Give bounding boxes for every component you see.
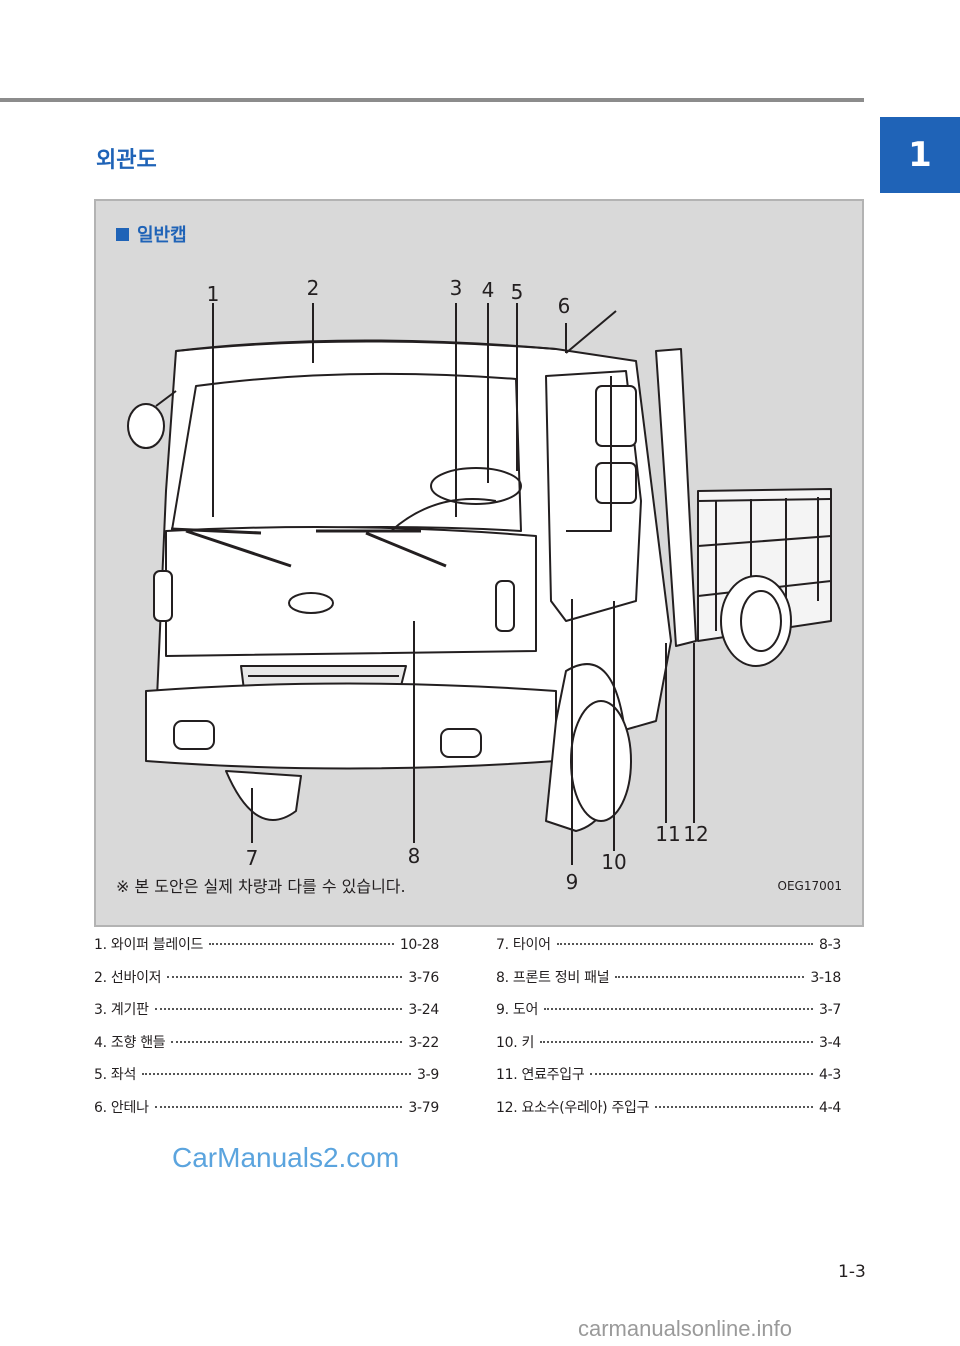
leader-dots: [544, 1008, 814, 1011]
leader-dots: [142, 1073, 412, 1076]
legend-label: 8. 프론트 정비 패널: [496, 969, 610, 986]
legend-page[interactable]: 3-76: [408, 969, 439, 986]
legend-page[interactable]: 3-22: [408, 1034, 439, 1051]
legend-label: 7. 타이어: [496, 937, 551, 953]
callout-11: 11: [655, 822, 680, 846]
legend-page[interactable]: 3-18: [810, 969, 841, 986]
legend-item[interactable]: 5. 좌석 3-9: [94, 1064, 439, 1097]
legend-label: 10. 키: [496, 1034, 535, 1051]
leader-dots: [556, 943, 814, 945]
legend-item[interactable]: 11. 연료주입구 4-3: [496, 1064, 841, 1097]
legend-item[interactable]: 8. 프론트 정비 패널 3-18: [496, 967, 841, 1000]
top-rule: [0, 98, 864, 102]
legend-page[interactable]: 3-24: [408, 1002, 439, 1019]
callout-2: 2: [307, 276, 320, 300]
legend-page[interactable]: 4-4: [819, 1099, 841, 1116]
legend-label: 5. 좌석: [94, 1067, 137, 1084]
legend-label: 6. 안테나: [94, 1099, 149, 1116]
legend-page[interactable]: 3-79: [408, 1099, 439, 1116]
callout-6: 6: [558, 294, 571, 318]
legend-item[interactable]: 12. 요소수(우레아) 주입구 4-4: [496, 1097, 841, 1130]
callout-9: 9: [566, 870, 579, 894]
legend-label: 4. 조향 핸들: [94, 1034, 166, 1051]
legend-label: 3. 계기판: [94, 1002, 149, 1019]
callout-1: 1: [207, 282, 220, 306]
leader-dots: [167, 975, 403, 978]
callout-12: 12: [683, 822, 708, 846]
legend-item[interactable]: 2. 선바이저 3-76: [94, 967, 439, 1000]
leader-dots: [154, 1105, 403, 1108]
legend-page[interactable]: 3-9: [417, 1067, 439, 1084]
legend-label: 1. 와이퍼 블레이드: [94, 937, 204, 953]
watermark-link[interactable]: CarManuals2.com: [172, 1142, 400, 1173]
square-bullet-icon: [116, 227, 129, 241]
legend-label: 12. 요소수(우레아) 주입구: [496, 1099, 650, 1116]
legend-label: 11. 연료주입구: [496, 1067, 585, 1084]
legend-page[interactable]: 3-4: [819, 1034, 841, 1051]
figure-header: 일반캡: [116, 221, 187, 247]
leader-dots: [209, 943, 394, 945]
legend-page[interactable]: 4-3: [819, 1067, 841, 1084]
leader-dots: [590, 1073, 814, 1076]
callout-3: 3: [450, 276, 463, 300]
legend-page[interactable]: 3-7: [819, 1002, 841, 1019]
leader-dots: [615, 975, 805, 978]
callout-8: 8: [408, 844, 421, 868]
legend-item[interactable]: 4. 조향 핸들 3-22: [94, 1032, 439, 1065]
figure-note: ※ 본 도안은 실제 차량과 다를 수 있습니다.: [116, 877, 406, 896]
callout-7: 7: [246, 846, 259, 870]
truck-figure: 1 2 3 4 5 6 7 8 9 10 11 12 일반캡 ※ 본 도안은 실…: [94, 199, 864, 927]
legend-label: 9. 도어: [496, 1002, 539, 1019]
leader-dots: [171, 1040, 403, 1043]
leader-dots: [154, 1008, 403, 1011]
chapter-tab[interactable]: 1: [880, 117, 960, 193]
truck-illustration: 1 2 3 4 5 6 7 8 9 10 11 12: [127, 276, 832, 894]
figure-title: 일반캡: [137, 225, 187, 246]
legend-item[interactable]: 10. 키 3-4: [496, 1032, 841, 1065]
figure-code: OEG17001: [777, 879, 843, 893]
leader-dots: [540, 1040, 814, 1043]
leader-dots: [655, 1105, 814, 1108]
callout-4: 4: [482, 278, 495, 302]
page-number: 1-3: [838, 1262, 866, 1282]
legend-right: 7. 타이어 8-3 8. 프론트 정비 패널 3-18 9. 도어 3-7 10. …: [496, 934, 841, 1130]
legend-page[interactable]: 10-28: [399, 937, 439, 953]
legend-item[interactable]: 9. 도어 3-7: [496, 999, 841, 1032]
callout-5: 5: [511, 280, 524, 304]
section-title: 외관도: [96, 148, 157, 173]
legend-item[interactable]: 1. 와이퍼 블레이드 10-28: [94, 934, 439, 967]
footer-site-link[interactable]: carmanualsonline.info: [578, 1316, 793, 1341]
legend-item[interactable]: 7. 타이어 8-3: [496, 934, 841, 967]
callout-10: 10: [601, 850, 626, 874]
legend-page[interactable]: 8-3: [819, 937, 841, 953]
legend-label: 2. 선바이저: [94, 969, 162, 986]
legend-item[interactable]: 6. 안테나 3-79: [94, 1097, 439, 1130]
legend-item[interactable]: 3. 계기판 3-24: [94, 999, 439, 1032]
